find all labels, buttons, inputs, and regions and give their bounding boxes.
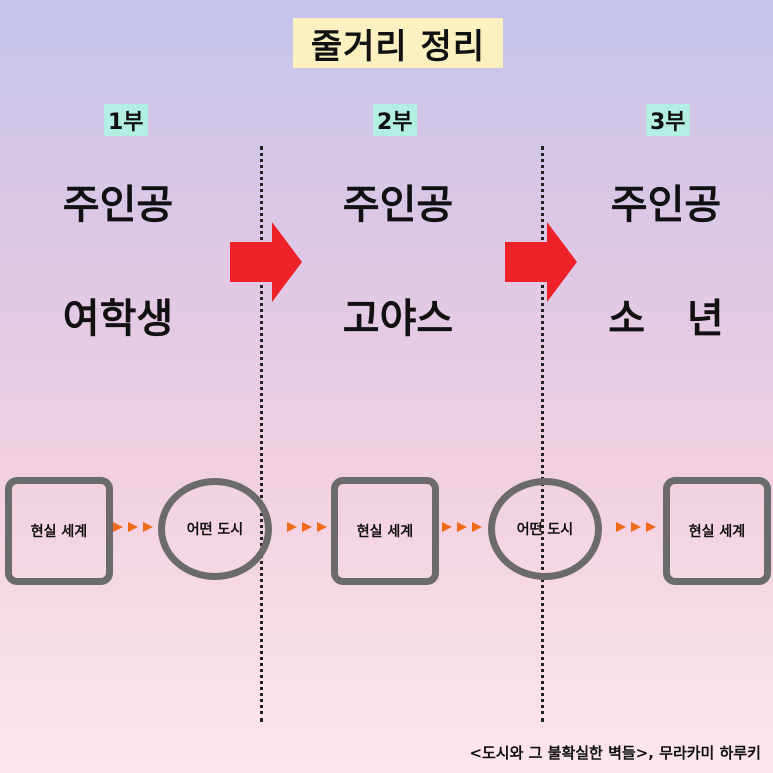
triple-chevron-icon <box>616 522 656 532</box>
part-1-protagonist: 여학생 <box>62 296 174 342</box>
source-credit: <도시와 그 불확실한 벽들>, 무라카미 하루키 <box>469 744 761 762</box>
part-divider-2 <box>541 146 544 722</box>
flow-node-town: 어떤 도시 <box>488 478 602 580</box>
part-3-protagonist-heading: 주인공 <box>610 182 722 228</box>
flow-node-label: 어떤 도시 <box>516 522 574 538</box>
flow-node-real-world: 현실 세계 <box>331 477 439 585</box>
flow-node-real-world: 현실 세계 <box>5 477 113 585</box>
flow-node-label: 어떤 도시 <box>186 522 244 538</box>
part-3-protagonist: 소 년 <box>608 296 724 342</box>
part-2-protagonist-heading: 주인공 <box>342 182 454 228</box>
triple-chevron-icon <box>113 522 153 532</box>
flow-node-real-world: 현실 세계 <box>663 477 771 585</box>
part-2-label: 2부 <box>373 104 417 136</box>
part-1-label: 1부 <box>104 104 148 136</box>
right-arrow-icon <box>230 222 302 302</box>
right-arrow-icon <box>505 222 577 302</box>
diagram-title: 줄거리 정리 <box>293 18 503 68</box>
flow-node-label: 현실 세계 <box>356 524 414 540</box>
flow-node-label: 현실 세계 <box>30 524 88 540</box>
triple-chevron-icon <box>442 522 482 532</box>
part-2-protagonist: 고야스 <box>342 296 454 342</box>
flow-node-town: 어떤 도시 <box>158 478 272 580</box>
part-1-protagonist-heading: 주인공 <box>62 182 174 228</box>
part-divider-1 <box>260 146 263 722</box>
flow-node-label: 현실 세계 <box>688 524 746 540</box>
triple-chevron-icon <box>287 522 327 532</box>
part-3-label: 3부 <box>646 104 690 136</box>
